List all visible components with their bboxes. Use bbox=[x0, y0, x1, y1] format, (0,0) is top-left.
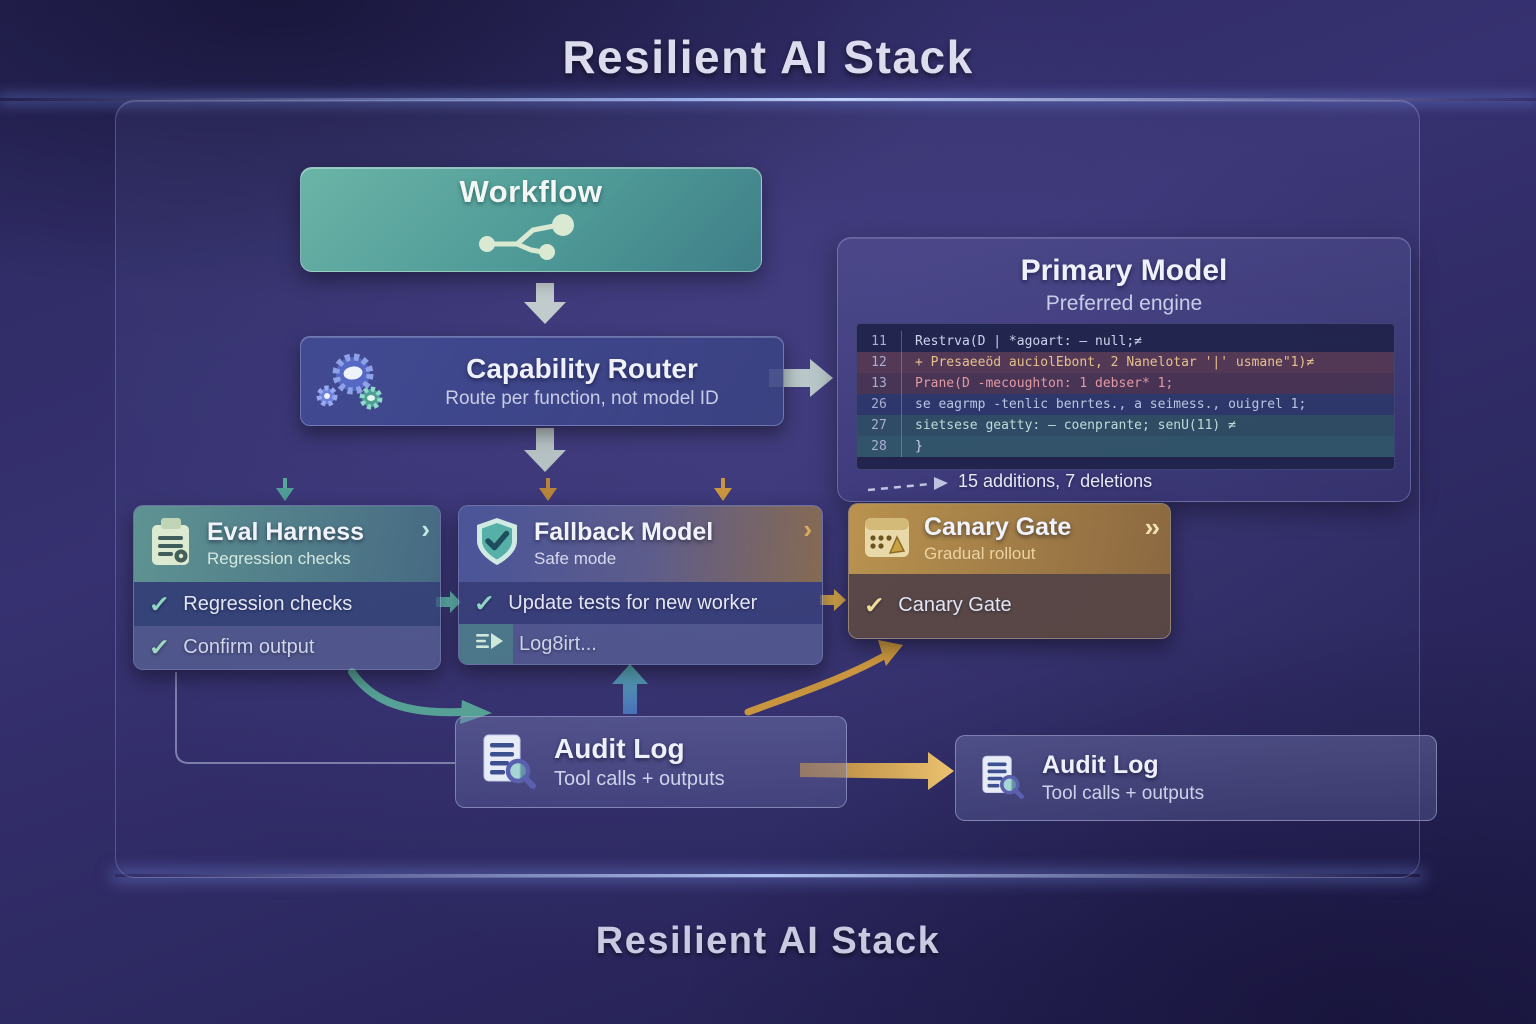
canary-gate-title: Canary Gate bbox=[924, 513, 1072, 542]
code-line: 26 se eagrmp -tenlic benrtes., a seimess… bbox=[857, 394, 1394, 415]
check-icon: ✓ bbox=[863, 592, 886, 618]
bottom-divider-glow bbox=[115, 874, 1420, 877]
fallback-item-label: Log8irt... bbox=[519, 632, 597, 655]
fallback-model-item: Log8irt... bbox=[459, 624, 822, 664]
document-magnifier-icon bbox=[478, 731, 536, 794]
chevron-right-icon: › bbox=[803, 514, 812, 544]
capability-router-subtitle: Route per function, not model ID bbox=[445, 387, 719, 409]
canary-gate-header: Canary Gate Gradual rollout ›› bbox=[849, 504, 1170, 574]
line-text: Prane(D -mecoughton: 1 debser* 1; bbox=[915, 376, 1174, 391]
eval-item-label: Regression checks bbox=[183, 592, 353, 615]
line-text: Restrva(D | *agoart: — null;≠ bbox=[915, 334, 1142, 349]
commit-graph-icon bbox=[471, 212, 591, 265]
node-eval-harness: Eval Harness Regression checks › ✓ Regre… bbox=[133, 505, 441, 670]
code-diff-block: 11 Restrva(D | *agoart: — null;≠ 12 + Pr… bbox=[856, 323, 1395, 470]
log-arrow-icon bbox=[475, 631, 505, 657]
code-line: 28 } bbox=[857, 436, 1394, 457]
code-line: 12 + Presaeeöd auciolEbont, 2 Nanelotar … bbox=[857, 352, 1394, 373]
canary-gate-item: ✓ Canary Gate bbox=[849, 574, 1170, 637]
top-divider-glow bbox=[0, 98, 1536, 101]
fallback-model-title: Fallback Model bbox=[534, 518, 714, 547]
eval-harness-title: Eval Harness bbox=[207, 518, 365, 547]
eval-harness-item: ✓ Confirm output bbox=[134, 626, 440, 669]
node-capability-router: Capability Router Route per function, no… bbox=[300, 336, 784, 426]
line-number: 27 bbox=[857, 415, 902, 436]
primary-model-subtitle: Preferred engine bbox=[1045, 292, 1203, 315]
eval-harness-header: Eval Harness Regression checks › bbox=[134, 506, 440, 582]
eval-item-label: Confirm output bbox=[183, 636, 315, 658]
code-line: 27 sietsese geatty: — coenprante; senU(1… bbox=[857, 415, 1394, 436]
eval-harness-item: ✓ Regression checks bbox=[134, 582, 440, 626]
workflow-title: Workflow bbox=[459, 174, 603, 209]
shield-check-icon bbox=[473, 516, 521, 573]
node-workflow: Workflow bbox=[300, 167, 762, 272]
chevron-right-icon: › bbox=[421, 514, 430, 544]
canary-item-label: Canary Gate bbox=[898, 594, 1012, 616]
clipboard-icon bbox=[148, 516, 194, 573]
fallback-model-item: ✓ Update tests for new worker bbox=[459, 582, 822, 624]
node-fallback-model: Fallback Model Safe mode › ✓ Update test… bbox=[458, 505, 823, 665]
eval-harness-subtitle: Regression checks bbox=[207, 548, 351, 568]
canary-calendar-icon bbox=[863, 514, 911, 565]
document-magnifier-icon bbox=[978, 753, 1024, 804]
code-line: 11 Restrva(D | *agoart: — null;≠ bbox=[857, 331, 1394, 352]
node-primary-model: Primary Model Preferred engine 11 Restrv… bbox=[837, 237, 1411, 502]
node-audit-log-center: Audit Log Tool calls + outputs bbox=[455, 716, 847, 808]
footer-title: Resilient AI Stack bbox=[595, 920, 941, 962]
primary-model-title: Primary Model bbox=[1020, 254, 1228, 287]
check-icon: ✓ bbox=[148, 634, 171, 660]
chevron-double-right-icon: ›› bbox=[1144, 512, 1160, 542]
node-canary-gate: Canary Gate Gradual rollout ›› ✓ Canary … bbox=[848, 503, 1171, 639]
gears-icon bbox=[311, 340, 391, 423]
line-number: 11 bbox=[857, 331, 902, 352]
line-text: + Presaeeöd auciolEbont, 2 Nanelotar '|'… bbox=[915, 355, 1315, 370]
audit-log-title: Audit Log bbox=[1042, 751, 1159, 779]
check-icon: ✓ bbox=[148, 590, 171, 617]
page-title: Resilient AI Stack bbox=[562, 31, 974, 83]
code-line: 13 Prane(D -mecoughton: 1 debser* 1; bbox=[857, 373, 1394, 394]
check-icon: ✓ bbox=[473, 589, 496, 616]
line-number: 13 bbox=[857, 373, 902, 394]
line-text: sietsese geatty: — coenprante; senU(11) … bbox=[915, 418, 1236, 433]
capability-router-title: Capability Router bbox=[466, 352, 698, 384]
fallback-model-header: Fallback Model Safe mode › bbox=[459, 506, 822, 582]
line-text: } bbox=[915, 439, 923, 454]
audit-log-subtitle: Tool calls + outputs bbox=[554, 768, 725, 790]
node-audit-log-right: Audit Log Tool calls + outputs bbox=[955, 735, 1437, 821]
line-text: se eagrmp -tenlic benrtes., a seimess., … bbox=[915, 397, 1307, 412]
line-number: 12 bbox=[857, 352, 902, 373]
diff-summary: 15 additions, 7 deletions bbox=[958, 471, 1153, 491]
line-number: 28 bbox=[857, 436, 902, 457]
audit-log-title: Audit Log bbox=[554, 733, 685, 764]
audit-log-subtitle: Tool calls + outputs bbox=[1042, 783, 1205, 804]
line-number: 26 bbox=[857, 394, 902, 415]
canary-gate-subtitle: Gradual rollout bbox=[924, 543, 1036, 563]
fallback-item-label: Update tests for new worker bbox=[508, 591, 758, 614]
fallback-model-subtitle: Safe mode bbox=[534, 548, 617, 568]
